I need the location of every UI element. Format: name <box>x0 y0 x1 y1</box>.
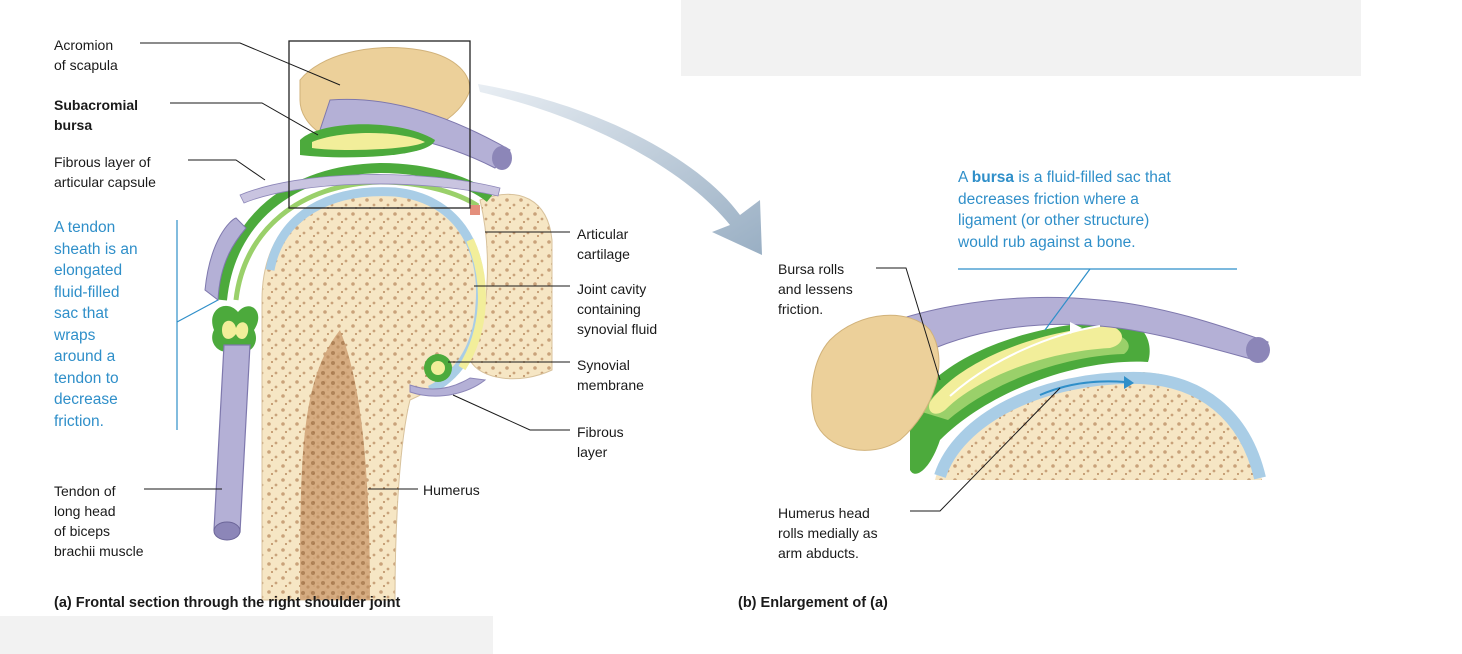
label-synovial-membrane: Synovial membrane <box>577 357 644 393</box>
tendon-sheath-callout <box>176 220 219 430</box>
label-joint-cavity: Joint cavity containing synovial fluid <box>577 281 658 337</box>
scapula-glenoid <box>469 193 553 380</box>
bursa-note: A bursa is a fluid-filled sac that decre… <box>958 167 1171 253</box>
bursa-note-bold: bursa <box>971 169 1015 186</box>
enlargement-arrow <box>478 84 762 255</box>
label-humerus-head-rolls: Humerus head rolls medially as arm abduc… <box>778 505 878 561</box>
top-grey-panel <box>681 0 1361 76</box>
joint-cavity <box>458 238 486 371</box>
bursa-enlarged <box>910 321 1150 474</box>
biceps-tendon <box>213 344 251 533</box>
label-subacromial-bursa: Subacromial bursa <box>54 97 139 133</box>
panel-a-drawing <box>204 40 553 601</box>
cartilage-enlarged <box>934 371 1266 480</box>
fibrous-layer <box>409 377 487 397</box>
fibrous-capsule <box>239 174 501 204</box>
panel-b-leader-lines <box>876 267 1061 512</box>
label-biceps-tendon: Tendon of long head of biceps brachii mu… <box>54 483 144 559</box>
cartilage-tip <box>470 205 480 215</box>
enlargement-box <box>288 40 471 209</box>
tendon-upper <box>204 217 247 301</box>
label-humerus: Humerus <box>423 482 480 498</box>
label-articular-cartilage: Articular cartilage <box>577 226 630 262</box>
bursa-note-post: is a fluid-filled sac that decreases fri… <box>958 169 1171 251</box>
bursa-fluid <box>929 326 1122 414</box>
bottom-grey-panel <box>0 616 493 654</box>
humerus-marrow <box>300 330 370 600</box>
acromion-enlarged <box>811 314 940 451</box>
label-bursa-rolls: Bursa rolls and lessens friction. <box>778 261 853 317</box>
humerus-motion-arrow <box>1039 380 1126 396</box>
panel-a-leader-lines <box>140 42 570 490</box>
tendon-sheath-note: A tendon sheath is an elongated fluid-fi… <box>54 219 138 430</box>
bursa-motion-arrow <box>949 325 1101 397</box>
label-fibrous-layer-capsule: Fibrous layer of articular capsule <box>54 154 156 190</box>
label-acromion: Acromion of scapula <box>54 37 118 73</box>
caption-panel-b: (b) Enlargement of (a) <box>738 595 888 611</box>
caption-panel-a: (a) Frontal section through the right sh… <box>54 595 401 611</box>
ligament-enlarged <box>839 296 1269 391</box>
bursa-note-pre: A <box>958 169 972 186</box>
panel-b-drawing <box>811 296 1270 480</box>
label-fibrous-layer: Fibrous layer <box>577 424 624 460</box>
bursa-callout <box>958 268 1237 331</box>
